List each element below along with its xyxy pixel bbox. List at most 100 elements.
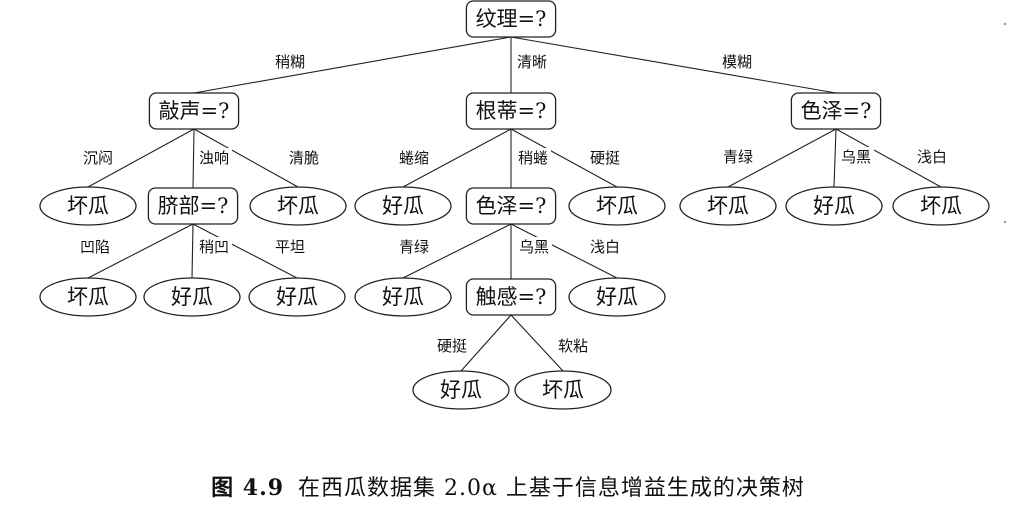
decision-tree: 稍糊沉闷浊响凹陷稍凹平坦清脆清晰蜷缩稍蜷青绿乌黑硬挺软粘浅白硬挺模糊青绿乌黑浅白… <box>39 0 1007 410</box>
scan-dot <box>1003 22 1007 26</box>
leaf-ellipse <box>892 186 990 226</box>
leaf-label: 坏瓜 <box>67 285 109 309</box>
leaf-node-r-0-0: 坏瓜 <box>39 186 137 226</box>
leaf-label: 坏瓜 <box>596 194 638 218</box>
edge-label-r-1-1-2: 浅白 <box>590 238 620 256</box>
decision-label: 触感=? <box>476 285 547 309</box>
edge-label-bg <box>514 52 550 72</box>
decision-box <box>465 0 557 38</box>
leaf-label: 好瓜 <box>382 194 424 218</box>
tree-edge-r-0-2 <box>193 128 299 188</box>
tree-edge-r-2-0 <box>727 128 837 188</box>
edge-label-r-1-0: 蜷缩 <box>399 149 429 167</box>
leaf-node-r-1-2: 坏瓜 <box>568 186 666 226</box>
leaf-ellipse <box>354 186 452 226</box>
edge-label-bg <box>272 52 308 72</box>
decision-label: 脐部=? <box>158 194 229 218</box>
edge-label-bg <box>396 148 432 168</box>
tree-edge-r-2-2 <box>835 128 942 188</box>
tree-edge-r-2 <box>510 36 837 94</box>
tree-edge-r-1-1-2 <box>510 223 618 279</box>
leaf-ellipse <box>568 186 666 226</box>
decision-label: 色泽=? <box>801 99 872 123</box>
tree-edge-r-1-2 <box>510 128 618 188</box>
leaf-ellipse <box>568 277 666 317</box>
leaf-label: 坏瓜 <box>277 194 319 218</box>
decision-box <box>790 92 882 130</box>
leaf-label: 好瓜 <box>171 285 213 309</box>
tree-edge-r-0 <box>193 36 512 94</box>
edge-label-r-1-1-1-1: 软粘 <box>558 337 588 355</box>
decision-label: 色泽=? <box>476 194 547 218</box>
leaf-ellipse <box>248 277 346 317</box>
edge-label-bg <box>286 148 322 168</box>
leaf-node-r-1-1-0: 好瓜 <box>354 277 452 317</box>
leaf-label: 坏瓜 <box>920 194 962 218</box>
leaf-label: 坏瓜 <box>67 194 109 218</box>
tree-edge-r-1-1-1-1 <box>510 314 564 372</box>
edge-label-r-0-2: 清脆 <box>289 149 319 167</box>
leaf-ellipse <box>39 186 137 226</box>
edge-label-r-0-1-2: 平坦 <box>275 238 305 256</box>
tree-edge-r-0-1 <box>192 128 195 189</box>
edge-label-r-0-1: 浊响 <box>199 149 229 167</box>
edge-label-bg <box>720 147 756 167</box>
edge-label-bg <box>80 148 116 168</box>
tree-edge-r-1-1-1-0 <box>460 314 512 372</box>
leaf-node-r-0-1-2: 好瓜 <box>248 277 346 317</box>
leaf-label: 好瓜 <box>596 285 638 309</box>
edge-label-r-1-1-1: 乌黑 <box>519 238 549 256</box>
edge-label-bg <box>587 148 623 168</box>
leaf-ellipse <box>514 370 612 410</box>
tree-edge-r-2-1 <box>833 128 837 188</box>
decision-box <box>465 92 557 130</box>
decision-node-r-1: 根蒂=? <box>465 92 557 130</box>
edge-label-bg <box>914 147 950 167</box>
decision-node-r-1-1-1: 触感=? <box>465 278 557 316</box>
leaf-node-r-2-2: 坏瓜 <box>892 186 990 226</box>
edge-label-bg <box>515 148 551 168</box>
edge-label-bg <box>587 237 623 257</box>
decision-node-r-2: 色泽=? <box>790 92 882 130</box>
edge-label-bg <box>555 336 591 356</box>
leaf-label: 好瓜 <box>440 378 482 402</box>
edge-label-r-2-1: 乌黑 <box>841 148 871 166</box>
leaf-label: 好瓜 <box>382 285 424 309</box>
leaf-label: 好瓜 <box>276 285 318 309</box>
edge-label-bg <box>434 336 470 356</box>
leaf-node-r-1-0: 好瓜 <box>354 186 452 226</box>
edge-label-bg <box>838 147 874 167</box>
edge-label-r-2-0: 青绿 <box>723 148 753 166</box>
scan-dot <box>1003 220 1007 224</box>
leaf-ellipse <box>785 186 883 226</box>
leaf-node-r-1-1-1-0: 好瓜 <box>412 370 510 410</box>
leaf-node-r-2-1: 好瓜 <box>785 186 883 226</box>
tree-edge-r-1-1-0 <box>402 223 512 279</box>
leaf-label: 好瓜 <box>813 194 855 218</box>
leaf-ellipse <box>249 186 347 226</box>
decision-label: 根蒂=? <box>476 99 547 123</box>
decision-node-r-1-1: 色泽=? <box>465 187 557 225</box>
tree-edge-r-1-0 <box>402 128 512 188</box>
edge-label-r-1-1-1-0: 硬挺 <box>437 337 467 355</box>
edge-label-bg <box>396 237 432 257</box>
figure-number: 图 4.9 <box>211 475 285 501</box>
edge-label-r-0-1-0: 凹陷 <box>80 238 110 256</box>
edge-label-bg <box>196 148 232 168</box>
leaf-node-r-1-1-2: 好瓜 <box>568 277 666 317</box>
leaf-ellipse <box>679 186 777 226</box>
decision-box <box>147 187 239 225</box>
leaf-node-r-0-1-1: 好瓜 <box>143 277 241 317</box>
edge-label-bg <box>272 237 308 257</box>
edge-label-bg <box>719 52 755 72</box>
edge-label-r-1-2: 硬挺 <box>590 149 620 167</box>
edge-label-r-0: 稍糊 <box>275 53 305 71</box>
decision-box <box>148 92 240 130</box>
decision-node-r: 纹理=? <box>465 0 557 38</box>
edge-label-bg <box>196 237 232 257</box>
leaf-ellipse <box>412 370 510 410</box>
edge-label-r-2-2: 浅白 <box>917 148 947 166</box>
leaf-ellipse <box>354 277 452 317</box>
leaf-ellipse <box>39 277 137 317</box>
